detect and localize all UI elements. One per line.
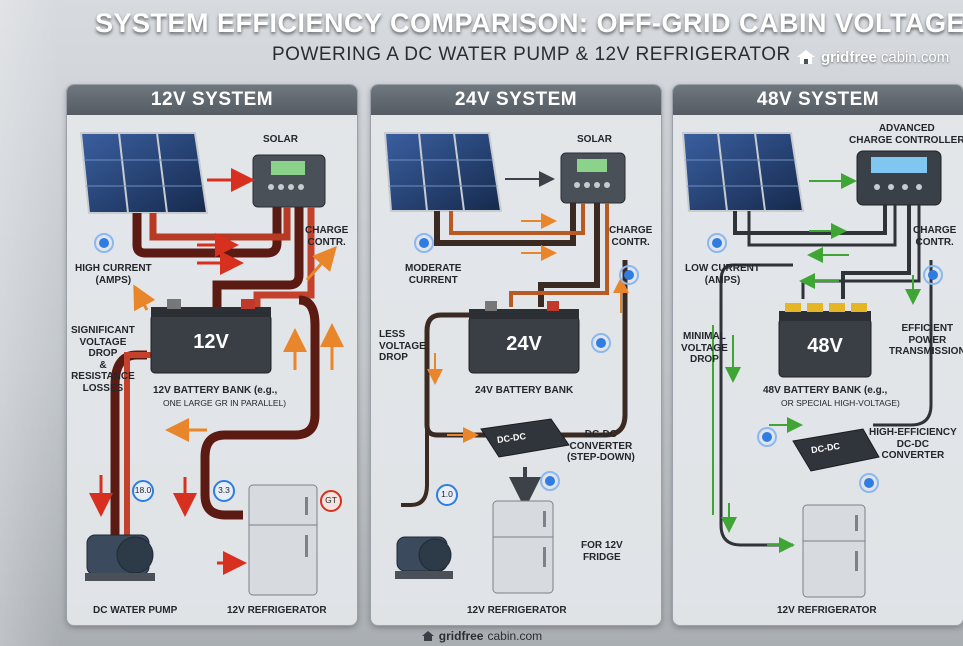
solar-panel-icon — [383, 132, 503, 212]
panel-12v: 12V SYSTEM — [66, 84, 358, 626]
water-pump-icon — [395, 536, 453, 579]
page-title: SYSTEM EFFICIENCY COMPARISON: OFF-GRID C… — [95, 8, 963, 38]
voltage-drop-label: LESS VOLTAGE DROP — [379, 329, 426, 363]
charge-controller-title: ADVANCED CHARGE CONTROLLER — [849, 123, 963, 146]
charge-controller-label: CHARGE CONTR. — [913, 225, 957, 248]
solar-panel-icon — [79, 132, 209, 214]
voltage-drop-label: MINIMAL VOLTAGE DROP — [681, 331, 728, 365]
current-label: HIGH CURRENT (AMPS) — [75, 263, 152, 286]
fridge-note-label: FOR 12V FRIDGE — [581, 540, 623, 563]
efficient-label: EFFICIENT POWER TRANSMISSION — [889, 323, 963, 357]
current-label: MODERATE CURRENT — [405, 263, 462, 286]
converter-label: HIGH-EFFICIENCY DC-DC CONVERTER — [869, 427, 957, 461]
charge-controller-icon — [252, 154, 326, 208]
refrigerator-icon — [492, 500, 554, 594]
gauge-value-3: GT — [325, 495, 337, 505]
brand-rest: cabin.com — [880, 48, 950, 66]
solar-label: SOLAR — [577, 134, 612, 145]
current-label: LOW CURRENT (AMPS) — [685, 263, 760, 286]
gauge-value-2: 3.3 — [218, 485, 230, 495]
footer-brand-bold: gridfree — [438, 629, 484, 643]
brand-bold: gridfree — [821, 48, 877, 66]
panel-title: 12V SYSTEM — [67, 85, 357, 115]
battery-bank-label: 12V BATTERY BANK (e.g., — [153, 385, 278, 396]
diagram-24v — [383, 132, 639, 594]
panel-48v: 48V SYSTEM — [672, 84, 963, 626]
solar-label: SOLAR — [263, 134, 298, 145]
dc-dc-converter-icon — [480, 418, 570, 458]
battery-bank-sub: ONE LARGE GR IN PARALLEL) — [163, 398, 287, 408]
cabin-icon — [421, 631, 434, 641]
charge-controller-label: CHARGE CONTR. — [305, 225, 349, 248]
dc-dc-converter-icon — [792, 428, 880, 472]
fridge-label: 12V REFRIGERATOR — [777, 605, 877, 616]
advanced-charge-controller-icon — [856, 150, 942, 206]
battery-12v-icon — [150, 299, 272, 374]
battery-face-label: 24V — [506, 333, 542, 355]
diagram-12v — [79, 132, 344, 596]
cabin-icon — [797, 50, 815, 64]
battery-bank-label: 48V BATTERY BANK (e.g., — [763, 385, 888, 396]
battery-face-label: 48V — [807, 335, 843, 357]
gauge-value-1: 1.0 — [441, 489, 453, 499]
battery-48v-icon — [778, 303, 872, 378]
solar-panel-icon — [681, 132, 805, 212]
battery-face-label: 12V — [193, 331, 229, 353]
water-pump-icon — [85, 534, 155, 581]
panel-24v: 24V SYSTEM — [370, 84, 662, 626]
diagram-48v — [681, 132, 943, 598]
charge-controller-icon — [560, 152, 626, 204]
battery-bank-sub: OR SPECIAL HIGH-VOLTAGE) — [781, 398, 900, 408]
fridge-label: 12V REFRIGERATOR — [227, 605, 327, 616]
fridge-label: 12V REFRIGERATOR — [467, 605, 567, 616]
gauge-value-1: 18.0 — [134, 485, 152, 495]
refrigerator-icon — [802, 504, 866, 598]
page-subtitle: POWERING A DC WATER PUMP & 12V REFRIGERA… — [272, 44, 791, 65]
battery-bank-label: 24V BATTERY BANK — [475, 385, 574, 396]
panel-title: 48V SYSTEM — [673, 85, 963, 115]
panel-title: 24V SYSTEM — [371, 85, 661, 115]
voltage-drop-label: SIGNIFICANT VOLTAGE DROP & RESISTANCE LO… — [71, 325, 135, 394]
battery-24v-icon — [468, 301, 580, 374]
pump-label: DC WATER PUMP — [93, 605, 178, 616]
footer-brand-rest: cabin.com — [487, 629, 543, 643]
converter-label: DC-DC CONVERTER (STEP-DOWN) — [567, 429, 635, 463]
refrigerator-icon — [248, 484, 318, 596]
header: SYSTEM EFFICIENCY COMPARISON: OFF-GRID C… — [0, 0, 963, 80]
charge-controller-label: CHARGE CONTR. — [609, 225, 653, 248]
